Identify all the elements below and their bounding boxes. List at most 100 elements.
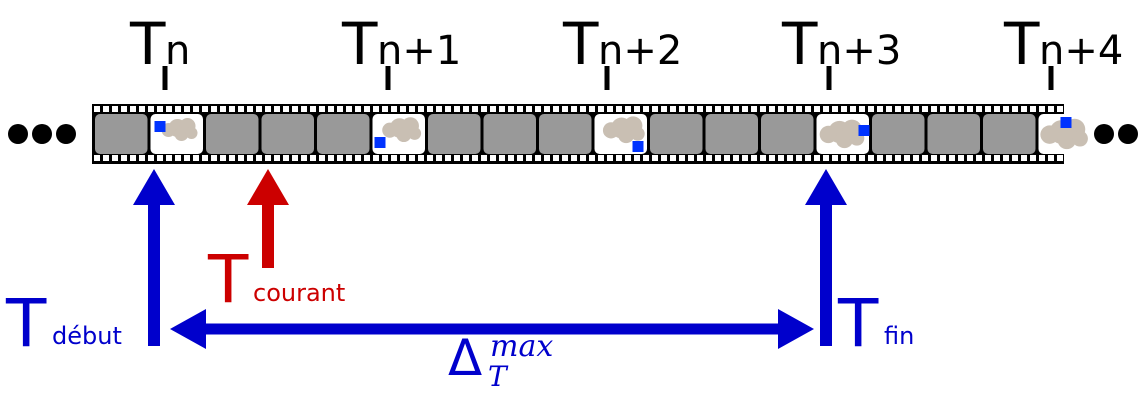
sprocket-hole bbox=[985, 106, 991, 112]
sprocket-hole bbox=[292, 155, 298, 161]
tick-label-sub: n+1 bbox=[377, 28, 461, 74]
sprocket-hole bbox=[994, 106, 1000, 112]
sprocket-hole bbox=[256, 155, 262, 161]
blue-marker bbox=[375, 137, 386, 148]
sprocket-hole bbox=[823, 106, 829, 112]
sprocket-hole bbox=[418, 155, 424, 161]
sprocket-hole bbox=[274, 106, 280, 112]
sprocket-hole bbox=[454, 155, 460, 161]
sprocket-hole bbox=[850, 106, 856, 112]
sprocket-hole bbox=[688, 155, 694, 161]
sprocket-hole bbox=[1003, 155, 1009, 161]
frame bbox=[206, 114, 259, 154]
sprocket-hole bbox=[652, 155, 658, 161]
sprocket-hole bbox=[220, 155, 226, 161]
sprocket-hole bbox=[1012, 106, 1018, 112]
sprocket-hole bbox=[940, 106, 946, 112]
sprocket-hole bbox=[130, 155, 136, 161]
frame-background bbox=[539, 114, 592, 154]
sprocket-hole bbox=[931, 155, 937, 161]
blue-marker bbox=[1061, 117, 1072, 128]
sprocket-hole bbox=[562, 106, 568, 112]
keyframe bbox=[817, 114, 870, 154]
sprocket-hole bbox=[139, 155, 145, 161]
sprocket-hole bbox=[841, 106, 847, 112]
delta-symbol: Δ bbox=[448, 329, 482, 387]
sprocket-hole bbox=[364, 106, 370, 112]
sprocket-hole bbox=[670, 155, 676, 161]
sprocket-hole bbox=[949, 106, 955, 112]
sprocket-hole bbox=[301, 155, 307, 161]
sprocket-hole bbox=[922, 106, 928, 112]
label-start: T début bbox=[5, 285, 122, 362]
sprocket-hole bbox=[661, 106, 667, 112]
sprocket-hole bbox=[958, 155, 964, 161]
sprocket-hole bbox=[346, 155, 352, 161]
sprocket-hole bbox=[229, 106, 235, 112]
sprocket-hole bbox=[688, 106, 694, 112]
frame bbox=[928, 114, 981, 154]
sprocket-hole bbox=[733, 106, 739, 112]
sprocket-hole bbox=[247, 106, 253, 112]
frame-background bbox=[262, 114, 315, 154]
sprocket-hole bbox=[859, 106, 865, 112]
sprocket-hole bbox=[94, 155, 100, 161]
frame-background bbox=[761, 114, 814, 154]
sprocket-hole bbox=[931, 106, 937, 112]
sprocket-hole bbox=[535, 155, 541, 161]
frame-background bbox=[206, 114, 259, 154]
tick-label-sub: n+4 bbox=[1039, 28, 1123, 74]
sprocket-hole bbox=[553, 155, 559, 161]
sprocket-hole bbox=[328, 155, 334, 161]
label-current-base: T bbox=[207, 241, 249, 318]
sprocket-hole bbox=[445, 155, 451, 161]
sprocket-hole bbox=[391, 155, 397, 161]
sprocket-hole bbox=[499, 155, 505, 161]
sprocket-hole bbox=[157, 106, 163, 112]
ellipsis-left bbox=[8, 124, 76, 144]
sprocket-hole bbox=[382, 155, 388, 161]
sprocket-hole bbox=[526, 106, 532, 112]
sprocket-hole bbox=[796, 106, 802, 112]
sprocket-hole bbox=[337, 155, 343, 161]
tick-n-plus-1: T n+1 bbox=[341, 10, 461, 90]
sprocket-hole bbox=[661, 155, 667, 161]
sprocket-hole bbox=[769, 155, 775, 161]
sprocket-hole bbox=[463, 155, 469, 161]
sprocket-hole bbox=[562, 155, 568, 161]
sprocket-hole bbox=[166, 155, 172, 161]
sprocket-hole bbox=[1030, 106, 1036, 112]
sprocket-hole bbox=[238, 155, 244, 161]
tick-label-sub: n+2 bbox=[598, 28, 682, 74]
sprocket-hole bbox=[193, 155, 199, 161]
sprocket-hole bbox=[409, 106, 415, 112]
sprocket-hole bbox=[652, 106, 658, 112]
sprocket-hole bbox=[481, 155, 487, 161]
sprocket-hole bbox=[337, 106, 343, 112]
sprocket-hole bbox=[598, 155, 604, 161]
sprocket-hole bbox=[994, 155, 1000, 161]
sprocket-hole bbox=[544, 155, 550, 161]
sprocket-hole bbox=[112, 155, 118, 161]
sprocket-hole bbox=[166, 106, 172, 112]
sprocket-hole bbox=[544, 106, 550, 112]
sprocket-hole bbox=[715, 106, 721, 112]
sprocket-hole bbox=[877, 106, 883, 112]
sprocket-hole bbox=[796, 155, 802, 161]
film-strip bbox=[92, 104, 1091, 164]
sprocket-hole bbox=[508, 155, 514, 161]
blue-marker bbox=[859, 125, 870, 136]
sprocket-hole bbox=[184, 106, 190, 112]
sprocket-hole bbox=[571, 155, 577, 161]
sprocket-hole bbox=[922, 155, 928, 161]
keyframe bbox=[1039, 114, 1092, 154]
sprocket-hole bbox=[967, 106, 973, 112]
frame-background bbox=[706, 114, 759, 154]
sprocket-hole bbox=[670, 106, 676, 112]
sprocket-hole bbox=[571, 106, 577, 112]
sprocket-hole bbox=[400, 106, 406, 112]
sprocket-hole bbox=[211, 155, 217, 161]
sprocket-hole bbox=[679, 106, 685, 112]
sprocket-hole bbox=[454, 106, 460, 112]
